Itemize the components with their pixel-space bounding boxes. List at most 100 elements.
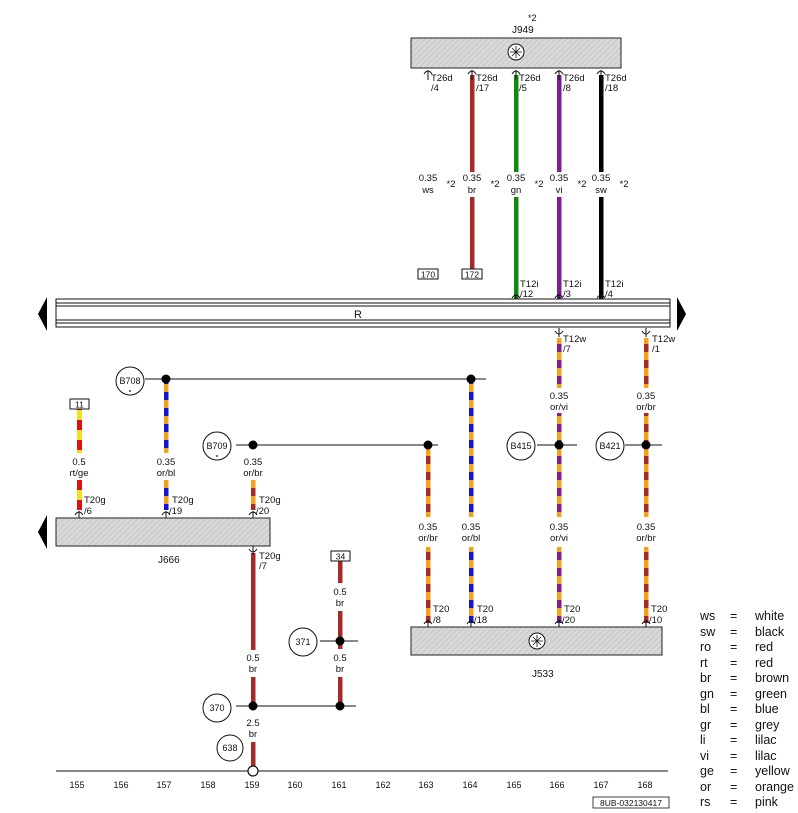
wire-size: 0.35 [637,391,656,402]
wire-color: gn [511,185,522,196]
wire-size: 0.5 [333,653,346,664]
ref-boxes-top: 170 172 [417,268,483,280]
pin-label: T26d [605,73,627,84]
wire-vi [557,75,562,172]
pin-label: T20 [433,604,449,615]
pin-label: T26d [519,73,541,84]
grid-number: 163 [418,780,433,790]
legend-code: or [700,779,712,794]
legend-code: br [700,671,712,685]
mid-wires [77,338,649,770]
legend-code: ro [700,640,712,654]
junction-b709: B709 [206,441,227,451]
ref-box-34 [330,550,351,562]
wire-color: ws [421,185,434,196]
pin-label: T12i [563,279,581,290]
legend-row: ro=red [700,640,794,656]
wire-footnote: *2 [535,179,544,190]
pin-label: T20 [651,604,667,615]
wire-sw [599,197,604,299]
legend-row: gr=grey [700,718,794,734]
wire-or-br [644,413,649,517]
top-pin-labels: T26d /4 T26d /17 T26d /5 T26d /8 T26d /1… [431,73,627,94]
legend-equals: = [730,640,738,654]
wire-br [251,677,256,705]
r-label: R [354,309,362,321]
grid-number: 168 [637,780,652,790]
legend-code: ws [700,609,716,623]
legend-color-name: red [755,655,774,670]
legend-color-name: blue [755,702,779,716]
legend-equals: = [730,686,738,701]
legend-equals: = [730,702,738,716]
wire-size: 0.35 [507,173,526,184]
wire-size: 0.35 [419,522,438,533]
junction-lines [56,378,668,772]
wire-size: 0.5 [333,587,346,598]
wire-size: 0.35 [637,522,656,533]
legend-equals: = [730,748,738,763]
ref-box-172 [461,268,483,280]
grid-number: 162 [375,780,390,790]
ref-11: 11 [75,400,84,410]
legend-code: sw [700,624,716,639]
wire-or-br [426,547,431,623]
grid-number: 165 [506,780,521,790]
legend-equals: = [730,764,738,778]
ref-170: 170 [421,270,435,280]
legend-row: or=orange [700,780,794,796]
legend-code: bl [700,702,710,716]
pin-label: T26d [476,73,498,84]
control-unit-icon [510,46,522,58]
wire-or-vi [557,338,562,388]
control-unit-icon [531,635,543,647]
r-top-pins: T12i /12 T12i /3 T12i /4 [511,279,623,300]
pin-label: /4 [605,289,613,300]
legend-code: gn [700,686,714,701]
wire-or-br [644,547,649,623]
legend-row: gn=green [700,687,794,703]
grid-number: 164 [462,780,477,790]
wire-size: 0.35 [462,522,481,533]
wire-size: 0.35 [550,522,569,533]
pin-label: /5 [519,83,527,94]
pin-label: T12i [520,279,538,290]
wire-size: 0.5 [246,653,259,664]
grid-number: 161 [331,780,346,790]
legend-equals: = [730,624,738,639]
legend-code: vi [700,748,710,763]
wire-size: 0.35 [244,457,263,468]
pin-label: /20 [562,615,575,626]
wire-color: br [336,664,344,675]
doc-code: 8UB-032130417 [600,798,662,808]
wire-color: or/br [636,402,656,413]
legend-color-name: white [755,609,785,623]
pin-label: /10 [649,615,662,626]
ref-172: 172 [465,270,479,280]
pin-label: /6 [84,506,92,517]
wire-color: vi [556,185,563,196]
wire-footnote: *2 [620,179,629,190]
wire-or-bl [469,547,474,623]
ground-point [247,765,259,777]
grid-numbers: 155 156 157 158 159 160 161 162 163 164 … [69,780,652,790]
wire-rt-ge [77,409,82,453]
legend-equals: = [730,795,738,809]
grid-number: 159 [244,780,259,790]
legend-equals: = [730,717,738,732]
pin-label: /3 [563,289,571,300]
doc-code-box [592,796,670,809]
junction-labels: B708 B709 B415 B421 371 370 638 [115,366,625,762]
arrow-left-icon [38,515,47,549]
wire-color: br [468,185,476,196]
wire-br [470,197,475,269]
ref-boxes-mid: 11 34 [69,398,351,562]
arrow-right-icon [677,297,686,331]
pin-label: /7 [563,344,571,355]
legend-row: rt=red [700,656,794,672]
ref-34: 34 [336,552,346,562]
grid-number: 160 [287,780,302,790]
wire-color: or/vi [550,402,568,413]
junction-638: 638 [222,743,237,753]
